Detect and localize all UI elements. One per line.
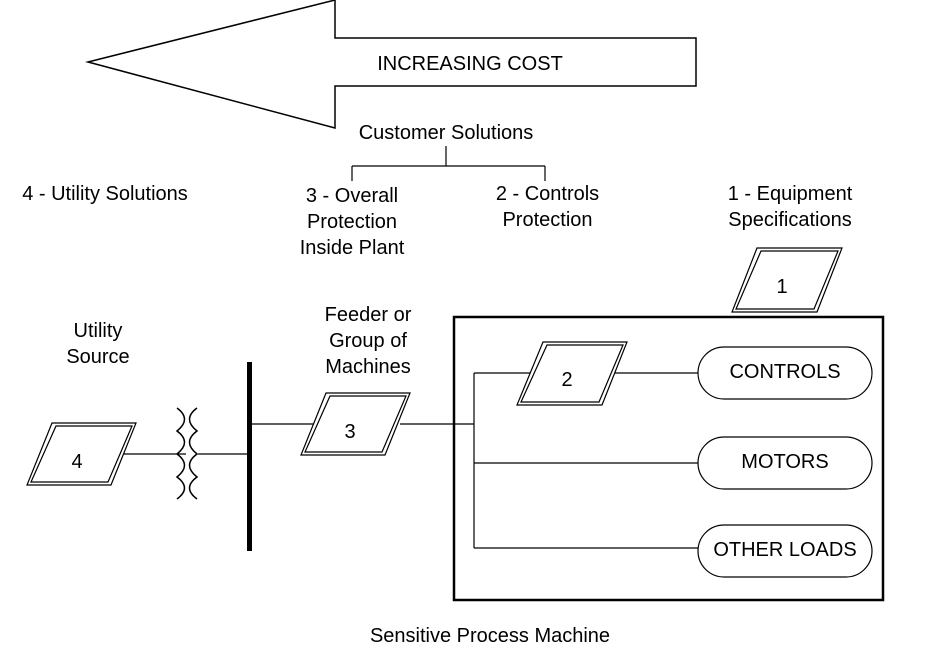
load-other-loads-label: OTHER LOADS (713, 539, 857, 561)
bus-bar (247, 362, 252, 551)
controls-protection-label: 2 - Controls Protection (495, 183, 600, 231)
overall-protection-label: 3 - Overall Protection Inside Plant (299, 185, 405, 259)
sensitive-process-machine-caption: Sensitive Process Machine (369, 625, 611, 647)
customer-solutions-label: Customer Solutions (358, 122, 534, 144)
load-pill-controls (697, 346, 873, 400)
utility-source-label: Utility Source (66, 320, 130, 368)
utility-solutions-label: 4 - Utility Solutions (22, 183, 188, 205)
protection-point-2-number: 2 (561, 369, 573, 391)
feeder-label: Feeder or Group of Machines (324, 304, 412, 378)
customer-solutions-bracket (351, 146, 546, 181)
protection-point-1 (731, 247, 843, 313)
wiring (122, 372, 698, 549)
load-pill-other-loads (697, 524, 873, 578)
load-controls-label: CONTROLS (729, 361, 841, 383)
sensitive-process-machine-box (452, 315, 885, 602)
protection-point-2 (516, 341, 628, 406)
protection-point-1-number: 1 (776, 276, 788, 298)
equipment-specifications-label: 1 - Equipment Specifications (727, 183, 853, 231)
transformer-icon (175, 407, 199, 500)
protection-point-4 (26, 422, 137, 486)
load-pill-motors (697, 436, 873, 490)
load-motors-label: MOTORS (741, 451, 829, 473)
increasing-cost-arrow (85, 0, 697, 129)
increasing-cost-label: INCREASING COST (377, 53, 563, 75)
protection-point-4-number: 4 (71, 451, 83, 473)
protection-point-3 (300, 392, 411, 456)
protection-point-3-number: 3 (344, 421, 356, 443)
